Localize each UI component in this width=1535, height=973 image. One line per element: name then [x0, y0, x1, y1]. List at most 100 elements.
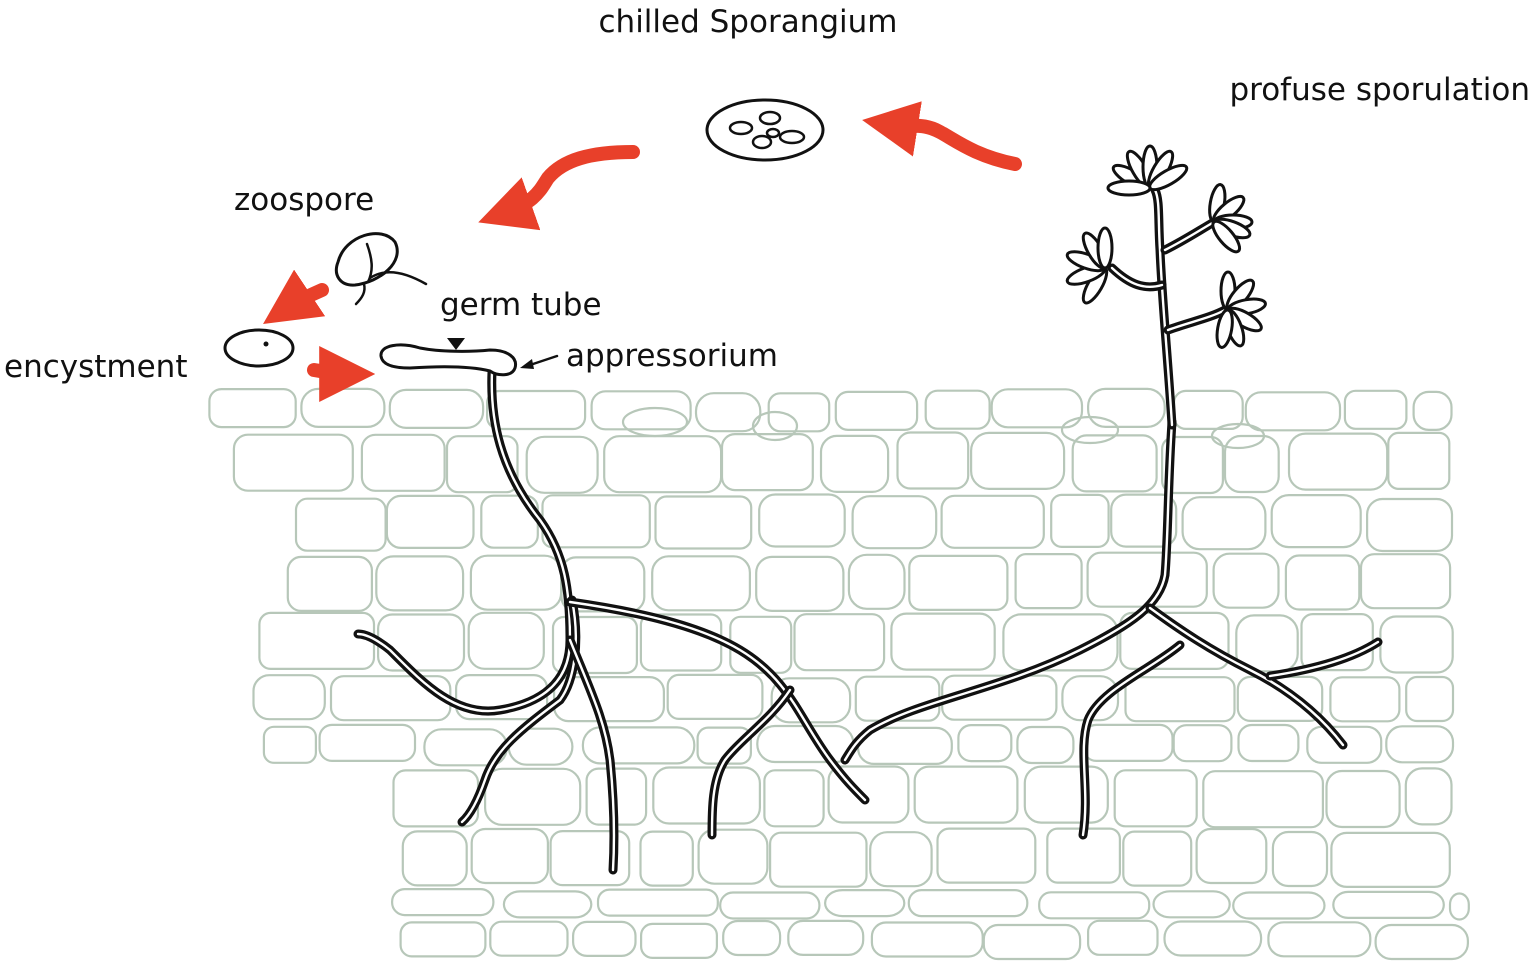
tissue-cell [719, 891, 821, 920]
tissue-cell [1113, 769, 1198, 828]
arrow-sporulation-to-sporangium [862, 101, 1022, 171]
tissue-cell [870, 921, 984, 958]
tissue-cell [1244, 391, 1342, 432]
hypha-strand-inner [1268, 640, 1380, 678]
tissue-cell [639, 830, 694, 887]
sporangium-spore [728, 120, 754, 136]
cycle-arrows [263, 101, 1022, 402]
tissue-cell [318, 723, 417, 763]
tissue-cell [252, 674, 326, 721]
tissue-cell [823, 888, 906, 918]
tissue-cell [294, 497, 387, 552]
tissue-cell [651, 555, 752, 612]
tissue-cell [847, 553, 906, 610]
tissue-cell [1343, 389, 1408, 430]
tissue-cell [907, 888, 1029, 918]
sporangium-petal [1211, 219, 1242, 254]
tissue-cell [1181, 496, 1267, 551]
tissue-cell [258, 611, 376, 671]
arrow-zoospore-to-encystment [263, 269, 329, 324]
tissue-cell [581, 726, 696, 765]
sporangium-wall [705, 98, 825, 162]
tissue-cell [1086, 551, 1208, 608]
tissue-cell [1082, 723, 1174, 763]
label-encystment: encystment [4, 349, 188, 385]
tissue-cell [1330, 831, 1451, 889]
tissue-cell [388, 388, 485, 429]
tissue-cell [763, 769, 825, 828]
tissue-cell [1379, 615, 1454, 674]
tissue-cell [1325, 769, 1401, 829]
label-zoospore: zoospore [234, 182, 374, 218]
tissue-cell [391, 887, 495, 917]
tissue-cell [262, 725, 317, 764]
tissue-cell [1172, 724, 1233, 763]
tissue-cell [1160, 435, 1224, 495]
sporangiophore-branch-inner [1153, 188, 1174, 427]
tissue-cell [549, 829, 631, 887]
tissue-cell [1002, 613, 1119, 672]
tissue-cell [666, 673, 764, 721]
tissue-cell [590, 390, 692, 431]
tissue-cell [1332, 890, 1445, 920]
tissue-cell [1267, 921, 1372, 958]
tissue-cell [1237, 723, 1300, 763]
label-profuse-sporulation: profuse sporulation [1229, 72, 1530, 108]
hypha-strand-inner [568, 600, 867, 802]
tissue-cell [489, 920, 569, 957]
tissue-cell [720, 433, 814, 492]
tissue-cell [896, 431, 970, 490]
tissue-cell [470, 827, 550, 885]
tissue-cell [940, 494, 1045, 549]
tissue-cell [1284, 554, 1361, 611]
tissue-cell [232, 433, 354, 492]
tissue-cell [1232, 891, 1326, 920]
tissue-cell [1412, 390, 1453, 431]
tissue-cell [890, 612, 996, 671]
tissue-cell [401, 830, 468, 887]
arrow-sporangium-to-zoospore [478, 145, 640, 231]
tissue-cell [851, 495, 938, 550]
germ-tube-pointer-icon [447, 338, 465, 350]
stoma-cell [1210, 422, 1266, 450]
tissue-cell [1329, 676, 1401, 723]
tissue-cell [639, 922, 718, 960]
sporangium-petal [1215, 308, 1234, 349]
tissue-cell [1212, 552, 1280, 609]
tissue-cell [1086, 919, 1159, 956]
label-appressorium: appressorium [566, 338, 778, 374]
tissue-cell [1405, 675, 1455, 723]
sporangium-spore [751, 134, 773, 150]
hypha-strand-inner [1081, 643, 1182, 837]
label-germ-tube: germ tube [440, 287, 602, 323]
tissue-cell [768, 831, 868, 888]
tissue-cell [1374, 923, 1469, 961]
appressorium-pointer-line [528, 354, 559, 367]
appressorium-pointer-icon [520, 359, 534, 369]
tissue-cell [377, 613, 466, 672]
sporangium-petal [1096, 226, 1114, 270]
tissue-cell [1365, 497, 1454, 553]
tissue-cell [770, 677, 852, 724]
tissue-cell [755, 555, 845, 613]
tissue-cell [1271, 830, 1329, 888]
tissue-cell [1110, 493, 1178, 548]
sporangiophore-branch-inner [1163, 220, 1216, 252]
tissue-cell [551, 615, 639, 675]
tissue-cell [913, 765, 1019, 824]
tissue-cell [1016, 725, 1075, 765]
tissue-cell [571, 920, 637, 958]
germinated-cyst-icon [379, 338, 559, 377]
tissue-cell [208, 388, 297, 429]
stoma-cell [621, 406, 689, 438]
tissue-cell [990, 388, 1084, 429]
zoospore-body [334, 232, 399, 287]
tissue-cell [1086, 387, 1166, 428]
plant-tissue-cells [208, 387, 1470, 961]
tissue-cell [1306, 725, 1383, 764]
sporangium-spore [778, 129, 806, 145]
cyst-wall [223, 328, 295, 368]
tissue-cell [982, 923, 1082, 961]
germ-tube-outline [379, 343, 518, 377]
